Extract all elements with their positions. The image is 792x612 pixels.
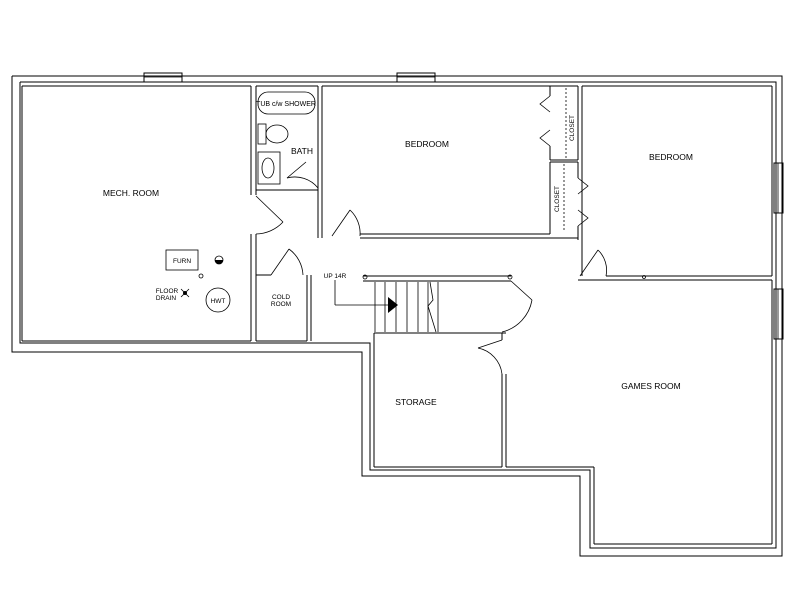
vent-icon [198, 273, 204, 279]
interior-walls [21, 85, 773, 545]
bath-fixtures [257, 91, 316, 185]
doors [255, 161, 607, 375]
vanity [257, 151, 281, 185]
label-closet-1: CLOSET [569, 115, 576, 141]
label-mech-room: MECH. ROOM [103, 188, 159, 198]
bathtub [257, 91, 316, 115]
label-tub: TUB c/w SHOWER [256, 101, 316, 108]
label-bath: BATH [291, 146, 313, 156]
windows [143, 72, 784, 340]
furnace [165, 249, 199, 271]
stair-arrow-icon [388, 297, 398, 313]
closet-doors [539, 88, 589, 232]
labels: MECH. ROOM TUB c/w SHOWER BATH BEDROOM B… [103, 101, 693, 407]
label-games-room: GAMES ROOM [621, 381, 681, 391]
label-hwt: HWT [211, 298, 226, 305]
hot-water-tank [205, 287, 231, 313]
stairs [334, 274, 646, 333]
label-cold-room-2: ROOM [271, 301, 291, 308]
sink-icon [261, 157, 275, 179]
label-stairs: UP 14R [324, 273, 347, 280]
label-storage: STORAGE [395, 397, 437, 407]
label-closet-2: CLOSET [554, 186, 561, 212]
label-furnace: FURN [173, 258, 191, 265]
label-bedroom-1: BEDROOM [405, 139, 449, 149]
mech-fixtures [165, 249, 231, 313]
label-floor-drain-2: DRAIN [156, 295, 177, 302]
label-bedroom-2: BEDROOM [649, 152, 693, 162]
label-floor-drain-1: FLOOR [156, 288, 179, 295]
toilet [265, 124, 289, 144]
label-cold-room-1: COLD [272, 294, 290, 301]
exterior-walls [11, 75, 783, 557]
toilet-tank [257, 123, 267, 145]
floor-drain-icon [180, 288, 190, 298]
